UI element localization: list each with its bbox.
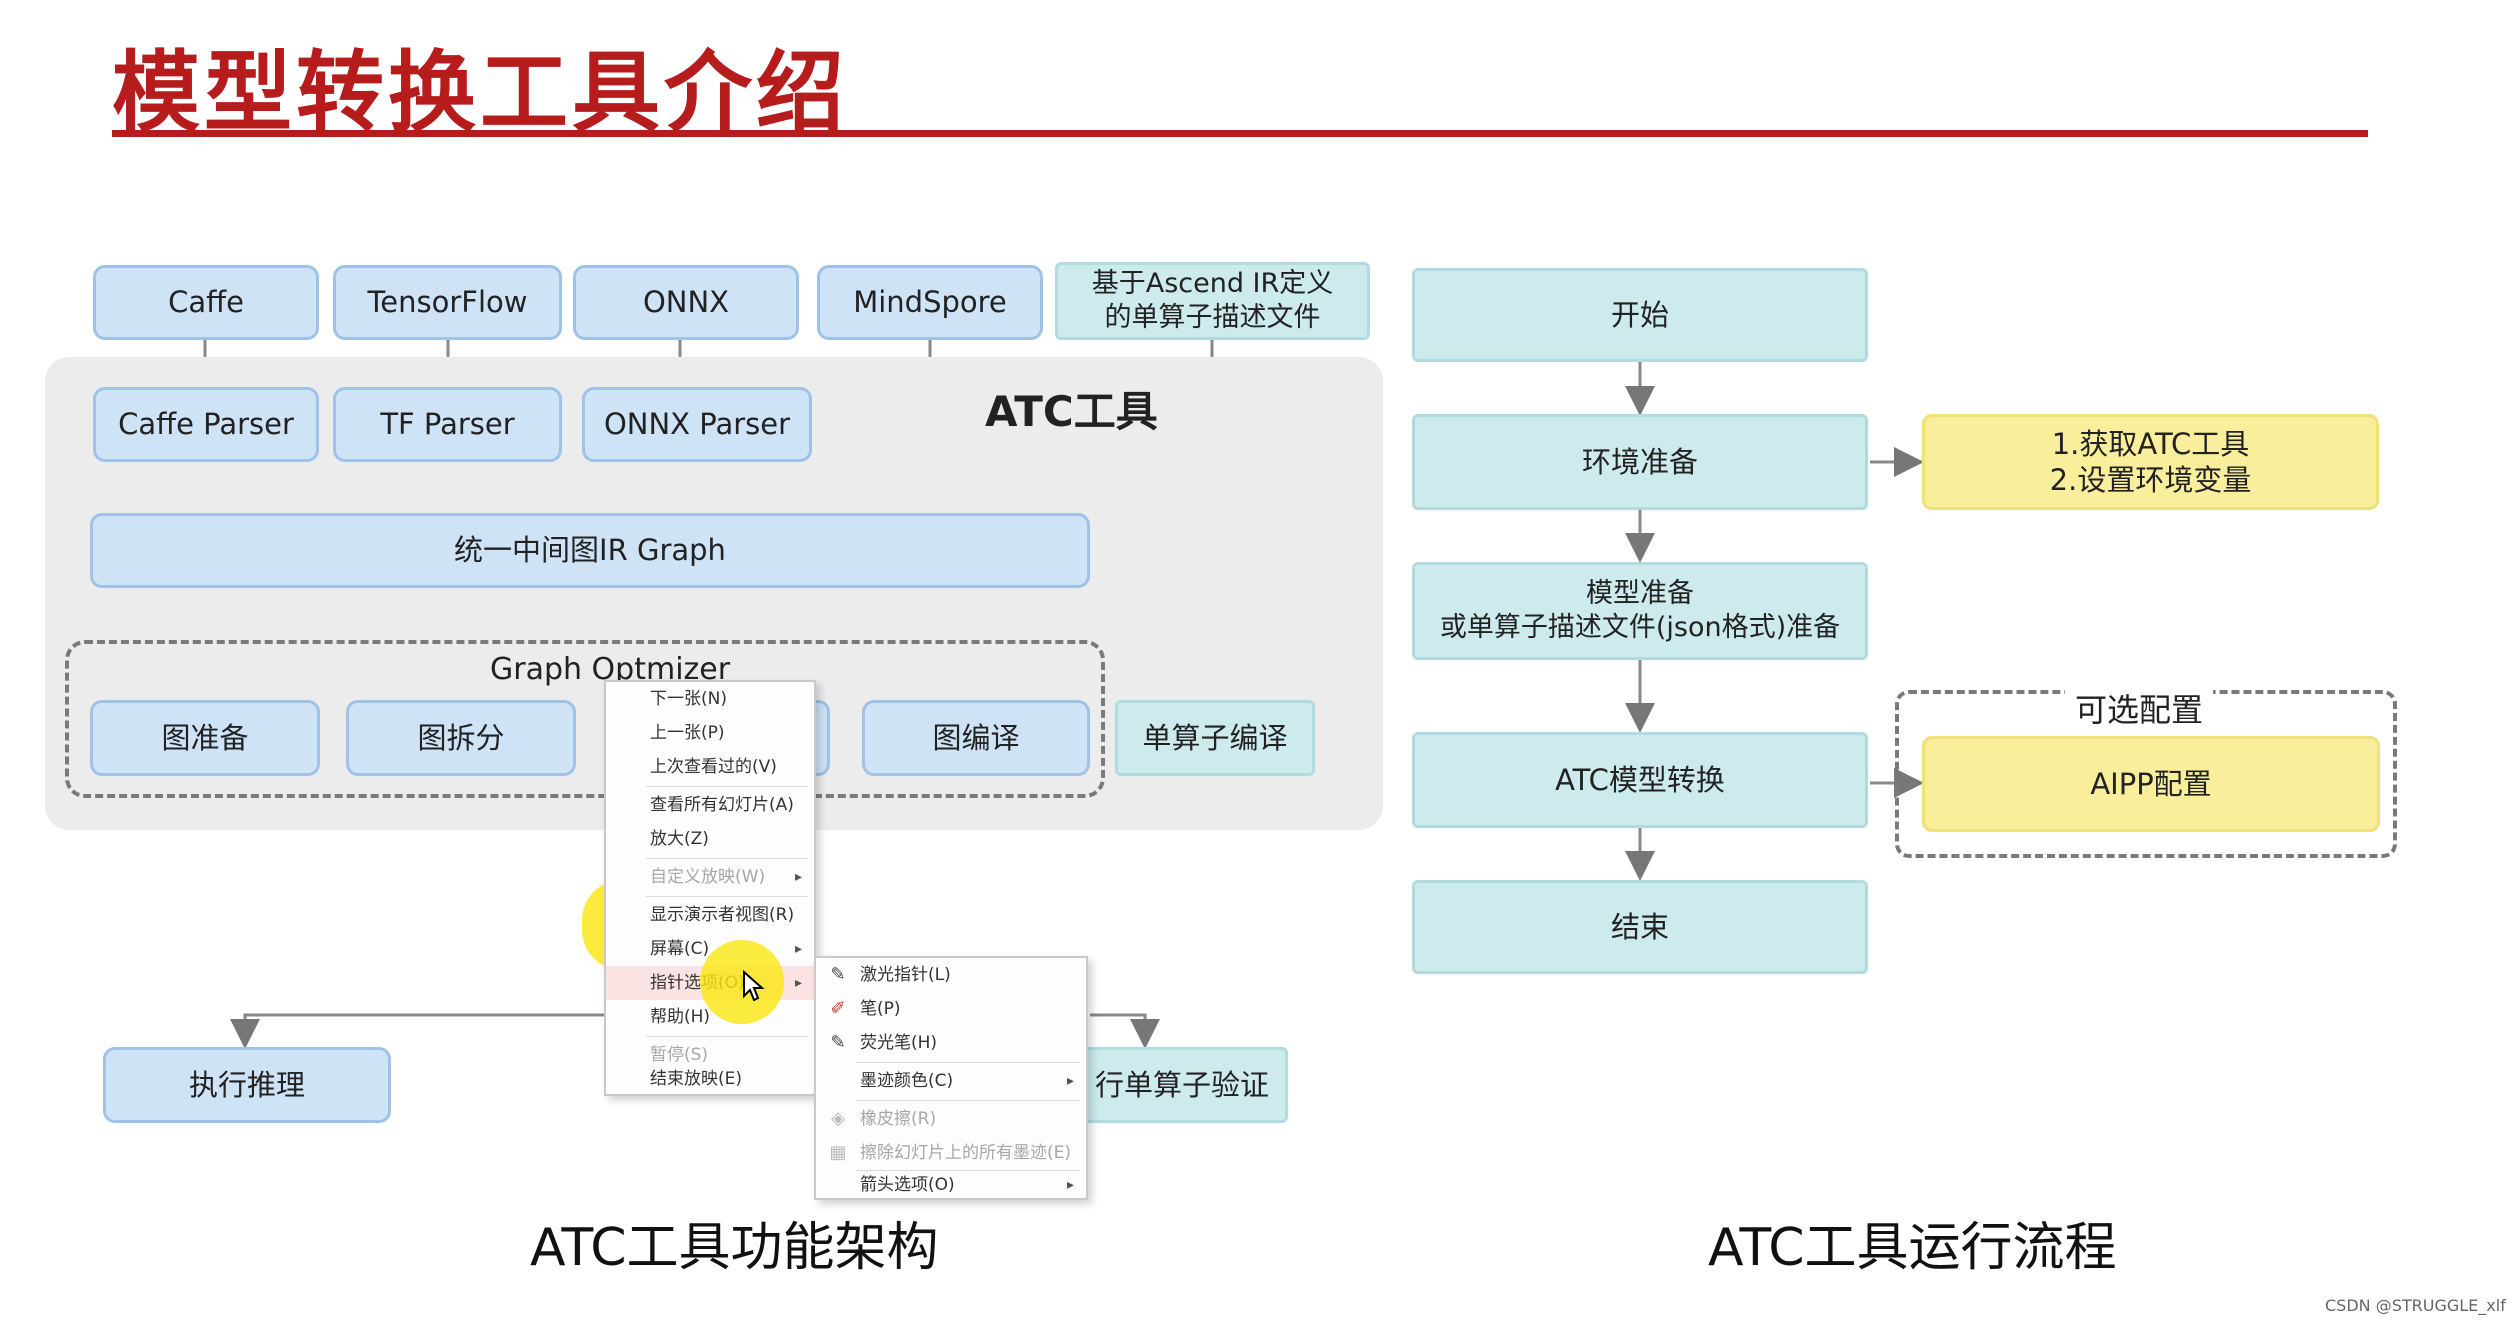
atc-tool-label: ATC工具 [985,387,1158,436]
menu-item-zoom[interactable]: 放大(Z) [650,829,709,849]
submenu-item-arrow-options[interactable]: 箭头选项(O) ▸ [816,1168,1086,1202]
submenu-arrow-icon: ▸ [1066,1177,1074,1193]
erase-all-icon: ▦ [829,1142,847,1163]
submenu-arrow-icon: ▸ [794,941,802,957]
flow-model-prepare: 模型准备 或单算子描述文件(json格式)准备 [1412,562,1868,660]
mouse-cursor-icon [743,970,765,1002]
parser-caffe: Caffe Parser [93,387,319,462]
optional-config-label: 可选配置 [2065,685,2214,731]
env-notes: 1.获取ATC工具 2.设置环境变量 [1922,414,2379,510]
architecture-caption: ATC工具功能架构 [530,1218,939,1278]
menu-separator [646,858,808,859]
slide-title: 模型转换工具介绍 [112,41,849,144]
submenu-item-eraser: ◈ 橡皮擦(R) [816,1102,1086,1136]
eraser-icon: ◈ [831,1108,845,1129]
flow-env-prepare: 环境准备 [1412,414,1868,510]
flow-caption: ATC工具运行流程 [1708,1218,2117,1278]
menu-item-next[interactable]: 下一张(N) [650,689,727,709]
menu-item-previous[interactable]: 上一张(P) [650,723,725,743]
aipp-config: AIPP配置 [1922,736,2380,832]
menu-item-end-show[interactable]: 结束放映(E) [650,1069,743,1089]
laser-pointer-icon: ✎ [830,964,846,985]
pointer-options-submenu: ✎激光指针(L) ✐笔(P) ✎荧光笔(H) 墨迹颜色(C)▸ ◈橡皮擦(R) … [814,956,1088,1200]
framework-tensorflow: TensorFlow [333,265,562,340]
menu-separator [646,786,808,787]
watermark: CSDN @STRUGGLE_xlf [2325,1296,2506,1315]
submenu-item-highlighter[interactable]: ✎ 荧光笔(H) [816,1026,1086,1060]
flow-atc-convert: ATC模型转换 [1412,732,1868,828]
menu-item-screen[interactable]: 屏幕(C) ▸ [606,932,814,966]
menu-item-screen-label: 屏幕(C) [650,939,710,959]
framework-caffe: Caffe [93,265,319,340]
submenu-item-erase-all-label: 擦除幻灯片上的所有墨迹(E) [860,1143,1072,1163]
stage-graph-split: 图拆分 [346,700,576,776]
submenu-arrow-icon: ▸ [794,869,802,885]
submenu-item-arrow-options-label: 箭头选项(O) [860,1175,955,1195]
flow-end: 结束 [1412,880,1868,974]
submenu-item-ink-color-label: 墨迹颜色(C) [860,1071,954,1091]
menu-separator [856,1170,1080,1171]
stage-graph-prepare: 图准备 [90,700,320,776]
menu-item-presenter-view[interactable]: 显示演示者视图(R) [650,905,795,925]
slideshow-context-menu: 下一张(N) 上一张(P) 上次查看过的(V) 查看所有幻灯片(A) 放大(Z)… [604,680,816,1096]
submenu-item-laser[interactable]: ✎ 激光指针(L) [816,958,1086,992]
pen-icon: ✐ [830,998,846,1019]
parser-tf: TF Parser [333,387,562,462]
menu-item-pause: 暂停(S) [650,1045,709,1065]
single-op-compile: 单算子编译 [1115,700,1315,776]
menu-item-help[interactable]: 帮助(H) [650,1007,711,1027]
submenu-item-erase-all: ▦ 擦除幻灯片上的所有墨迹(E) [816,1136,1086,1170]
framework-single-op-file: 基于Ascend IR定义 的单算子描述文件 [1055,262,1370,340]
submenu-arrow-icon: ▸ [1066,1073,1074,1089]
flow-start: 开始 [1412,268,1868,362]
menu-item-last-viewed[interactable]: 上次查看过的(V) [650,757,777,777]
menu-separator [646,896,808,897]
menu-item-all-slides[interactable]: 查看所有幻灯片(A) [650,795,794,815]
stage-graph-compile: 图编译 [862,700,1090,776]
framework-mindspore: MindSpore [817,265,1043,340]
menu-item-custom-show-label: 自定义放映(W) [650,867,766,887]
submenu-item-pen-label: 笔(P) [860,999,901,1019]
submenu-item-ink-color[interactable]: 墨迹颜色(C) ▸ [816,1064,1086,1098]
graph-optimizer-group [65,640,1105,798]
submenu-item-pen[interactable]: ✐ 笔(P) [816,992,1086,1026]
ir-graph-box: 统一中间图IR Graph [90,513,1090,588]
highlighter-icon: ✎ [830,1032,846,1053]
submenu-arrow-icon: ▸ [794,975,802,991]
framework-onnx: ONNX [573,265,799,340]
menu-separator [856,1062,1080,1063]
submenu-item-eraser-label: 橡皮擦(R) [860,1109,937,1129]
cursor-highlight [700,940,784,1024]
submenu-item-highlighter-label: 荧光笔(H) [860,1033,938,1053]
output-inference: 执行推理 [103,1047,391,1123]
menu-separator [646,1036,808,1037]
menu-separator [856,1100,1080,1101]
submenu-item-laser-label: 激光指针(L) [860,965,951,985]
menu-item-custom-show: 自定义放映(W) ▸ [606,860,814,894]
parser-onnx: ONNX Parser [582,387,812,462]
title-underline [112,130,2368,137]
output-single-op-verify: 行单算子验证 [1080,1047,1288,1123]
